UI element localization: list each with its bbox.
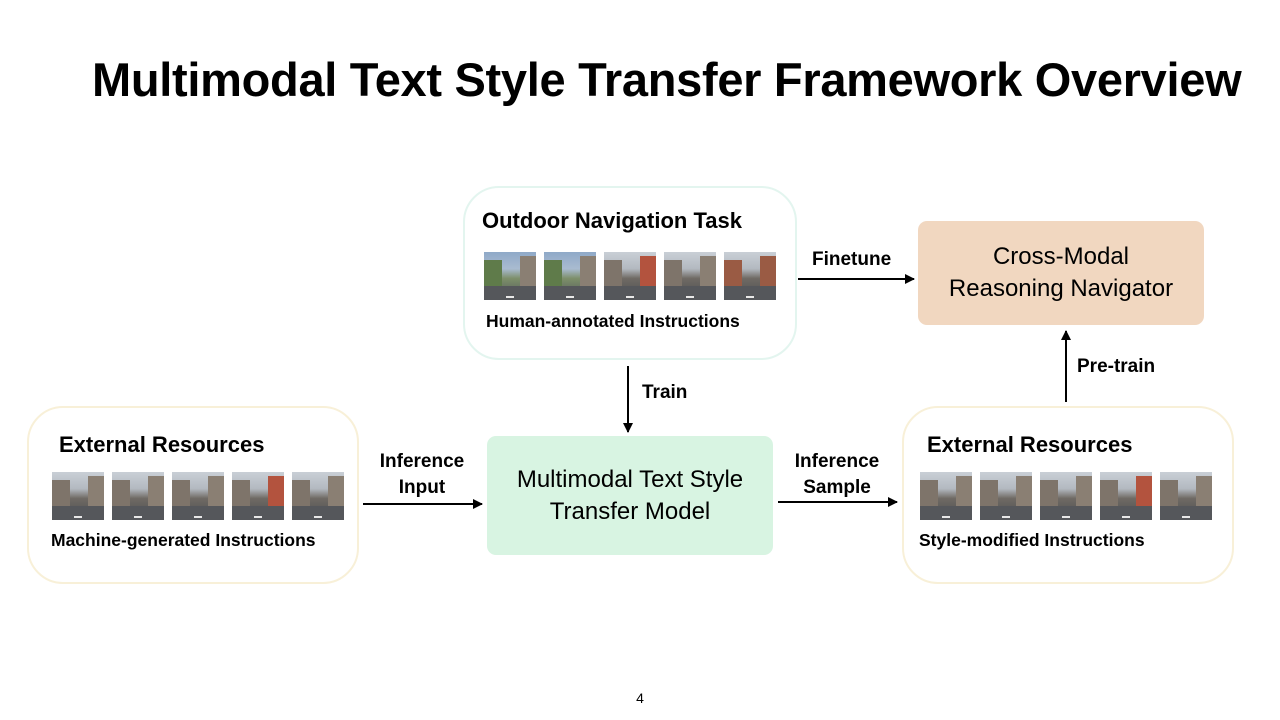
- model-label-line1: Multimodal Text Style: [516, 465, 744, 493]
- external-resources-left-title: External Resources: [59, 432, 265, 457]
- external-left-thumbnails: [52, 472, 344, 520]
- street-view-thumbnail: [604, 252, 656, 300]
- external-resources-right-title: External Resources: [927, 432, 1133, 457]
- inference-sample-label: Inference Sample: [787, 449, 887, 501]
- navigation-thumbnails: [484, 252, 776, 300]
- train-label: Train: [642, 382, 688, 403]
- street-view-thumbnail: [232, 472, 284, 520]
- external-resources-left-box: External Resources Machine-generated Ins…: [27, 406, 359, 584]
- inference-sample-line1: Inference: [794, 451, 880, 472]
- text-style-transfer-model-box: Multimodal Text Style Transfer Model: [487, 436, 773, 555]
- slide-title: Multimodal Text Style Transfer Framework…: [92, 53, 1242, 106]
- outdoor-navigation-title: Outdoor Navigation Task: [482, 208, 742, 233]
- human-annotated-label: Human-annotated Instructions: [486, 311, 740, 331]
- street-view-thumbnail: [1100, 472, 1152, 520]
- street-view-thumbnail: [172, 472, 224, 520]
- street-view-thumbnail: [1160, 472, 1212, 520]
- navigator-label-line2: Reasoning Navigator: [948, 275, 1174, 302]
- inference-input-line1: Inference: [379, 451, 465, 472]
- machine-generated-label: Machine-generated Instructions: [51, 530, 316, 550]
- street-view-thumbnail: [112, 472, 164, 520]
- external-right-thumbnails: [920, 472, 1212, 520]
- inference-input-line2: Input: [398, 477, 446, 498]
- street-view-thumbnail: [980, 472, 1032, 520]
- page-number: 4: [636, 690, 644, 706]
- inference-sample-line2: Sample: [803, 477, 871, 498]
- outdoor-navigation-box: Outdoor Navigation Task Human-annotated …: [463, 186, 797, 360]
- model-label-line2: Transfer Model: [549, 497, 711, 525]
- street-view-thumbnail: [484, 252, 536, 300]
- street-view-thumbnail: [52, 472, 104, 520]
- finetune-label: Finetune: [812, 249, 892, 270]
- street-view-thumbnail: [292, 472, 344, 520]
- navigator-label-line1: Cross-Modal: [992, 243, 1129, 270]
- external-resources-right-box: External Resources Style-modified Instru…: [902, 406, 1234, 584]
- street-view-thumbnail: [664, 252, 716, 300]
- street-view-thumbnail: [920, 472, 972, 520]
- street-view-thumbnail: [544, 252, 596, 300]
- street-view-thumbnail: [724, 252, 776, 300]
- pretrain-label: Pre-train: [1077, 356, 1156, 377]
- reasoning-navigator-box: Cross-Modal Reasoning Navigator: [918, 221, 1204, 325]
- street-view-thumbnail: [1040, 472, 1092, 520]
- style-modified-label: Style-modified Instructions: [919, 530, 1145, 550]
- inference-input-label: Inference Input: [372, 449, 472, 501]
